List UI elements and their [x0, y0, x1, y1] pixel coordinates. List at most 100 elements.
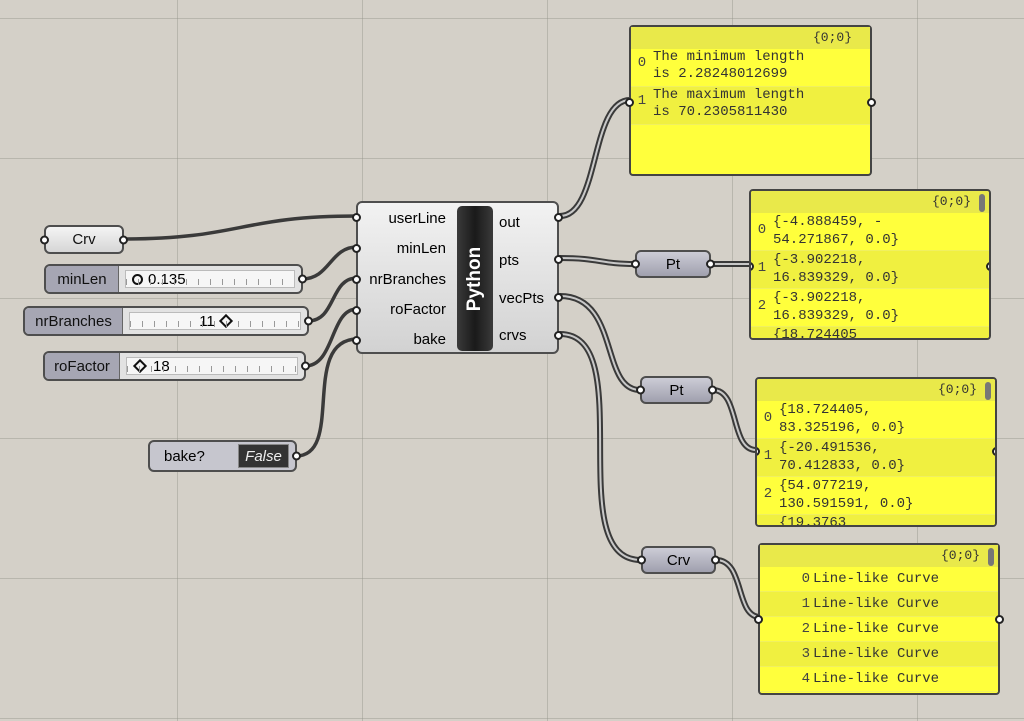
output-grip[interactable]	[119, 235, 128, 244]
row-index: 1	[757, 260, 767, 276]
slider-rail[interactable]: 18	[126, 357, 298, 375]
panel-row: 1 Line-like Curve	[760, 592, 998, 617]
panel-crvs[interactable]: {0;0} 0 Line-like Curve 1 Line-like Curv…	[754, 543, 1004, 695]
slider-ticks	[130, 321, 300, 327]
row-index: 1	[763, 448, 773, 464]
input-grip[interactable]	[352, 306, 361, 315]
row-index: 0	[637, 55, 647, 71]
input-grip[interactable]	[631, 259, 640, 269]
input-grip[interactable]	[352, 244, 361, 253]
input-grip[interactable]	[352, 336, 361, 345]
panel-row: 0 {18.724405, 83.325196, 0.0}	[757, 401, 995, 439]
row-text: {-3.902218, 16.839329, 0.0}	[773, 252, 900, 286]
output-grip[interactable]	[992, 447, 995, 456]
output-grip[interactable]	[995, 615, 1004, 624]
output-grip[interactable]	[292, 451, 301, 461]
output-grip[interactable]	[298, 274, 307, 284]
slider-ticks	[127, 366, 297, 372]
input-grip[interactable]	[637, 555, 646, 565]
slider-label: minLen	[46, 266, 119, 292]
input-grip[interactable]	[352, 275, 361, 284]
output-grip[interactable]	[867, 98, 876, 107]
slider-label: nrBranches	[25, 308, 123, 334]
crv-param[interactable]: Crv	[40, 225, 128, 254]
python-component[interactable]: userLine minLen nrBranches roFactor bake…	[352, 201, 563, 354]
input-bake[interactable]: bake	[413, 331, 446, 348]
panel-row: 4 Line-like Curve	[760, 667, 998, 692]
panel-vecpts[interactable]: {0;0} 0 {18.724405, 83.325196, 0.0} 1 {-…	[755, 377, 997, 527]
input-minlen[interactable]: minLen	[396, 240, 446, 257]
panel-row: 2 {-3.902218, 16.839329, 0.0}	[751, 289, 989, 327]
row-text: {19.3763	[779, 515, 847, 527]
row-text: {18.724405	[773, 327, 858, 340]
input-grip[interactable]	[40, 235, 49, 244]
output-grip[interactable]	[554, 255, 563, 264]
output-grip[interactable]	[986, 262, 989, 271]
input-grip[interactable]	[636, 385, 645, 395]
input-nrbranches[interactable]: nrBranches	[369, 271, 446, 288]
input-grip[interactable]	[352, 213, 361, 222]
bake-toggle[interactable]: bake? False	[148, 440, 301, 472]
rofactor-slider[interactable]: roFactor 18	[43, 351, 310, 381]
slider-rail[interactable]: 11	[129, 312, 301, 330]
pt-param-2[interactable]: Pt	[636, 376, 717, 404]
panel-row: 3 Line-like Curve	[760, 642, 998, 667]
slider-ticks	[126, 279, 294, 285]
panel-path: {0;0}	[751, 191, 989, 213]
row-index: 1	[801, 596, 810, 612]
crv-param-label: Crv	[666, 551, 691, 569]
panel-path: {0;0}	[760, 545, 998, 567]
row-text: Line-like Curve	[813, 621, 940, 637]
crv-param-label: Crv	[72, 231, 96, 248]
nrbranches-slider[interactable]: nrBranches 11	[23, 306, 313, 336]
input-grip[interactable]	[625, 98, 634, 107]
output-out[interactable]: out	[499, 214, 520, 231]
row-index: 0	[801, 571, 810, 587]
row-text: Line-like Curve	[813, 671, 940, 687]
pt-param-1[interactable]: Pt	[631, 250, 715, 278]
input-userline[interactable]: userLine	[388, 210, 446, 227]
input-grip[interactable]	[754, 615, 763, 624]
row-text: The maximum length is 70.2305811430	[653, 87, 805, 120]
slider-rail[interactable]: 0.135	[125, 270, 295, 288]
output-grip[interactable]	[708, 385, 717, 395]
output-grip[interactable]	[711, 555, 720, 565]
scrollbar[interactable]	[988, 548, 994, 566]
output-grip[interactable]	[706, 259, 715, 269]
output-pts[interactable]: pts	[499, 252, 520, 269]
toggle-value[interactable]: False	[238, 444, 289, 468]
panel-path: {0;0}	[757, 379, 995, 401]
row-text: Line-like Curve	[813, 596, 940, 612]
output-grip[interactable]	[554, 331, 563, 340]
row-text: The minimum length is 2.28248012699	[653, 49, 805, 82]
panel-row: {18.724405	[751, 327, 989, 340]
pt-param-label: Pt	[665, 255, 681, 273]
row-index: 1	[637, 93, 647, 109]
panel-row: 2 {54.077219, 130.591591, 0.0}	[757, 477, 995, 515]
panel-pts[interactable]: {0;0} 0 {-4.888459, - 54.271867, 0.0} 1 …	[749, 189, 991, 340]
output-vecpts[interactable]: vecPts	[499, 290, 545, 307]
output-grip[interactable]	[554, 213, 563, 222]
scrollbar[interactable]	[985, 382, 991, 400]
python-title[interactable]: Python	[457, 206, 493, 351]
panel-row: 0 Line-like Curve	[760, 567, 998, 592]
minlen-slider[interactable]: minLen 0.135	[44, 264, 307, 294]
panel-row: 2 Line-like Curve	[760, 617, 998, 642]
row-index	[751, 327, 773, 338]
row-index: 2	[757, 298, 767, 314]
row-index: 2	[763, 486, 773, 502]
crv-param-2[interactable]: Crv	[637, 546, 720, 574]
output-grip[interactable]	[301, 361, 310, 371]
row-index	[757, 515, 779, 525]
row-text: {18.724405, 83.325196, 0.0}	[779, 402, 906, 436]
output-grip[interactable]	[304, 316, 313, 326]
row-index: 0	[757, 222, 767, 238]
toggle-label: bake?	[164, 447, 205, 465]
row-index: 2	[801, 621, 810, 637]
panel-out[interactable]: {0;0} 0 The minimum length is 2.28248012…	[625, 25, 876, 176]
input-rofactor[interactable]: roFactor	[390, 301, 446, 318]
scrollbar[interactable]	[979, 194, 985, 212]
output-crvs[interactable]: crvs	[499, 327, 527, 344]
output-grip[interactable]	[554, 293, 563, 302]
panel-path: {0;0}	[631, 27, 870, 49]
